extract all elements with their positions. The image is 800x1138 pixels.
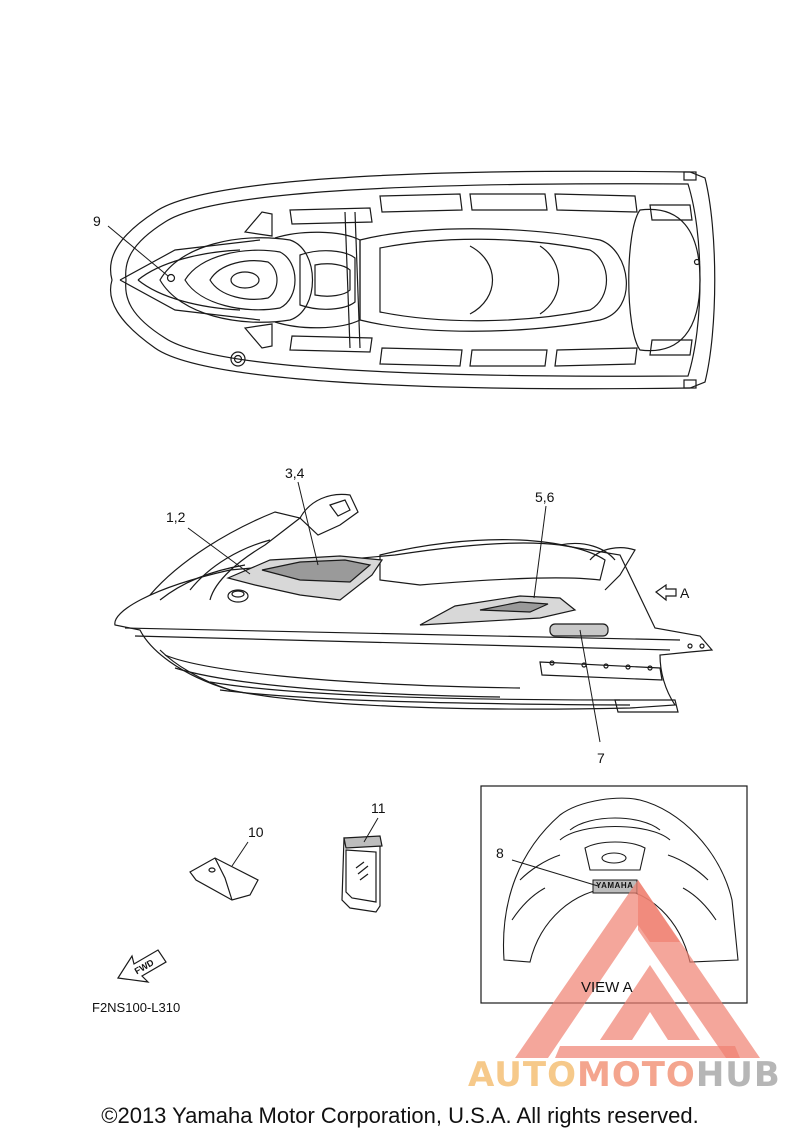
callout-11: 11	[371, 800, 386, 816]
top-view-watercraft	[110, 170, 716, 390]
view-a-arrow	[654, 583, 677, 602]
copyright-notice: ©2013 Yamaha Motor Corporation, U.S.A. A…	[101, 1103, 699, 1128]
callout-3-4: 3,4	[285, 465, 305, 481]
part-10-decal	[189, 857, 259, 901]
brand-mark: YAMAHA	[596, 881, 634, 890]
view-a-arrow-label: A	[680, 585, 690, 601]
view-a-label: VIEW A	[581, 979, 633, 996]
drawing-code: F2NS100-L310	[92, 1000, 181, 1015]
callout-5-6: 5,6	[535, 489, 555, 505]
watermark-hub: HUB	[695, 1055, 781, 1095]
part-11-decal	[341, 835, 383, 913]
leader-line-9	[107, 225, 169, 277]
callout-1-2: 1,2	[166, 509, 186, 525]
leader-line-5-6	[533, 505, 547, 599]
fwd-arrow-icon	[116, 949, 167, 983]
callout-7: 7	[597, 750, 605, 766]
leader-line-8	[511, 859, 599, 887]
leader-line-11	[363, 817, 379, 843]
callout-9: 9	[93, 213, 101, 229]
leader-line-10	[231, 841, 249, 867]
callout-10: 10	[248, 824, 264, 840]
watermark-text: AUTOMOTOHUB	[468, 1055, 781, 1095]
leader-line-1-2	[187, 527, 251, 575]
automotohub-logo	[515, 880, 760, 1058]
watermark-moto: MOTO	[576, 1055, 696, 1095]
leader-line-7	[579, 629, 601, 743]
view-a-box	[480, 785, 748, 1004]
callout-8: 8	[496, 845, 504, 861]
side-view-watercraft	[114, 493, 714, 713]
watermark-auto: AUTO	[468, 1055, 577, 1095]
leader-line-3-4	[297, 481, 319, 566]
